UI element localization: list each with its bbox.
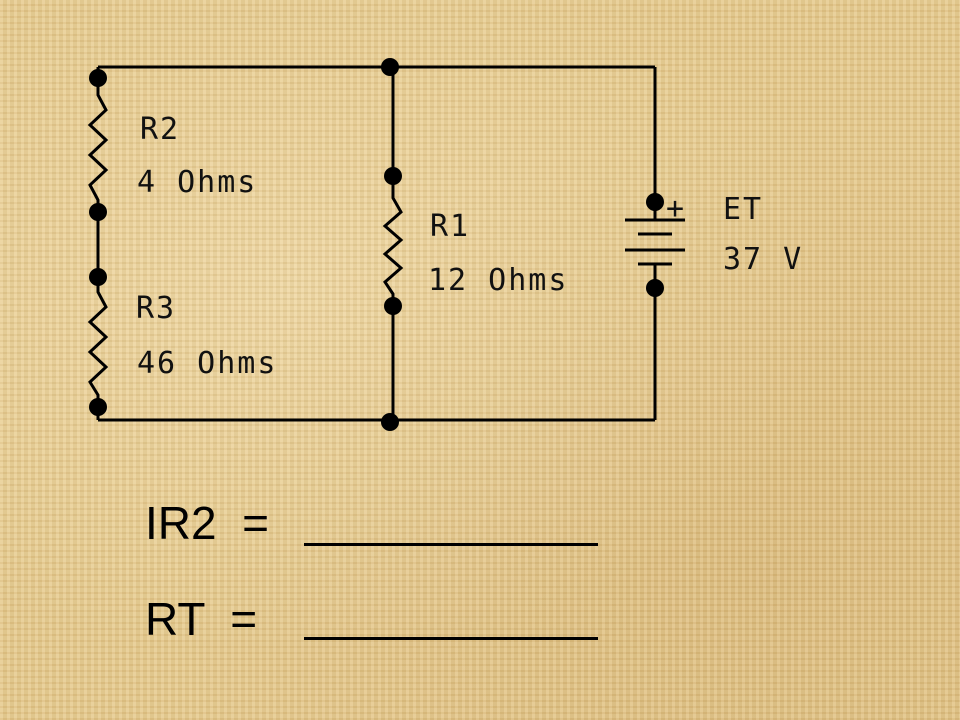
node-r1-bottom xyxy=(384,297,402,315)
answer-blank-rt[interactable] xyxy=(304,637,598,640)
battery-plus-sign: + xyxy=(666,191,684,226)
source-value-label: 37 V xyxy=(723,242,803,277)
r3-name-label: R3 xyxy=(136,291,176,326)
question-ir2-label: IR2 = xyxy=(145,497,270,549)
node-left-bottom xyxy=(89,398,107,416)
r2-name-label: R2 xyxy=(140,112,180,147)
r2-value-label: 4 Ohms xyxy=(137,165,257,200)
battery-symbol xyxy=(625,202,685,288)
r1-resistor-zigzag xyxy=(382,176,404,306)
answer-blank-ir2[interactable] xyxy=(304,543,598,546)
node-r1-top xyxy=(384,167,402,185)
r1-name-label: R1 xyxy=(430,209,470,244)
node-middle-top xyxy=(381,58,399,76)
r2-resistor-zigzag xyxy=(87,78,109,212)
node-battery-bottom xyxy=(646,279,664,297)
circuit-nodes xyxy=(89,58,664,431)
r1-value-label: 12 Ohms xyxy=(428,263,568,298)
node-r2-bottom xyxy=(89,203,107,221)
node-battery-top xyxy=(646,193,664,211)
source-name-label: ET xyxy=(723,192,763,227)
node-r3-top xyxy=(89,268,107,286)
circuit-wires xyxy=(96,65,657,422)
question-rt-label: RT = xyxy=(145,593,258,645)
r3-value-label: 46 Ohms xyxy=(137,346,277,381)
r3-resistor-zigzag xyxy=(87,277,109,407)
node-middle-bottom xyxy=(381,413,399,431)
circuit-diagram: R2 4 Ohms R3 46 Ohms R1 12 Ohms + ET 37 … xyxy=(87,58,803,431)
node-left-top xyxy=(89,69,107,87)
